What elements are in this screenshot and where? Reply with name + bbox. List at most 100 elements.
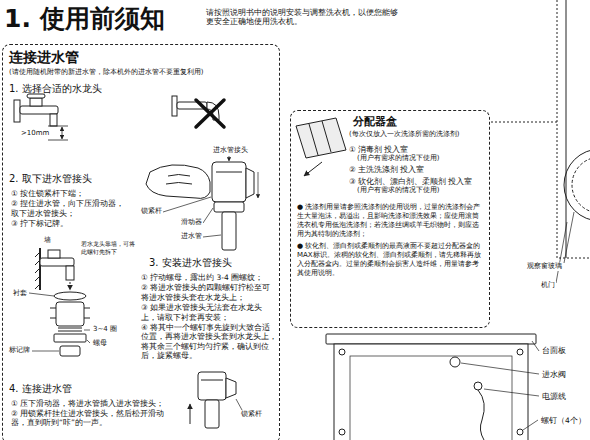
leader-line — [163, 156, 258, 237]
compartment-item: ③ 软化剂、漂白剂、柔顺剂 投入室 — [349, 177, 485, 186]
leader-line — [84, 330, 90, 331]
leader-line — [461, 363, 539, 374]
hand-connector-figure — [216, 172, 242, 173]
step-text: ① 按住锁紧杆下端； — [11, 189, 129, 198]
figure-note: 若水龙头靠墙，可将此螺钉先拆下 — [80, 240, 140, 255]
section-heading: 分配器盒 — [353, 115, 397, 129]
wall-faucet-figure — [54, 334, 86, 342]
hand-connector-figure — [222, 212, 236, 250]
cross-mark — [196, 100, 224, 127]
dispenser-drawer — [309, 124, 318, 155]
hand-connector-figure — [214, 202, 244, 212]
part-label: 台面板 — [541, 346, 567, 355]
machine-front — [564, 149, 590, 221]
cross-mark — [196, 100, 224, 127]
dimension-line — [48, 126, 68, 140]
part-label: 机门 — [540, 281, 556, 290]
machine-back — [474, 382, 482, 390]
faucet-icon — [14, 94, 58, 126]
wall-faucet-figure — [54, 292, 86, 300]
part-label: 螺母 — [92, 339, 108, 348]
part-label: 进水阀 — [541, 370, 567, 379]
step-text: ② 用锁紧杆挂住进水管接头，然后松开滑动器，直到听到“咔”的一声。 — [11, 409, 179, 428]
step-text: ③ 拧下标记牌。 — [11, 219, 129, 228]
dimension-line — [48, 126, 68, 127]
part-label: 电源线 — [541, 392, 567, 401]
leader-line — [163, 197, 211, 212]
machine-back — [326, 334, 536, 440]
leader-line — [32, 351, 59, 352]
wall-faucet-figure — [35, 252, 40, 289]
dispenser-drawer — [322, 121, 331, 152]
part-label: 衬套 — [12, 289, 28, 298]
wall-faucet-figure — [66, 266, 74, 280]
machine-front — [557, 0, 590, 258]
leader-line — [29, 293, 54, 296]
note-text: (用户有需求的情况下使用) — [357, 154, 485, 163]
hand-connector-figure — [246, 168, 254, 198]
dispenser-drawer — [304, 162, 322, 176]
part-label: 滑动器 — [180, 218, 203, 227]
part-label: 螺钉（4个） — [540, 416, 587, 425]
dispenser-drawer — [296, 118, 346, 176]
step-text: ③ 如果进水管接头无法套在水龙头上，请取下衬套再安装； — [141, 303, 277, 322]
hand-connector-figure — [146, 162, 254, 250]
note-text: (请使用随机附带的新进水管，除本机外的进水管不要重复利用) — [9, 68, 275, 77]
leader-line — [29, 293, 90, 351]
leader-line — [203, 235, 221, 237]
intro-note: 请按照说明书中的说明安装与调整洗衣机，以便您能够更安全正确地使用洗衣机。 — [205, 8, 402, 27]
part-label: 观察窗玻璃 — [526, 262, 563, 271]
wall-faucet-figure — [60, 346, 80, 356]
page-title: 1. 使用前须知 — [4, 3, 165, 34]
step-heading: 4. 连接进水管 — [9, 383, 72, 396]
step-heading: 3. 安装进水管接头 — [149, 257, 232, 270]
leader-line — [229, 156, 230, 161]
faucet-icon — [50, 114, 57, 126]
connector-figure — [198, 372, 226, 400]
step-text: ② 捏住进水管，向下压滑动器，取下进水管接头； — [11, 199, 129, 218]
machine-front — [572, 157, 590, 213]
wall-faucet-figure — [35, 248, 90, 356]
cross-mark — [196, 100, 224, 127]
wall-faucet-figure — [50, 308, 90, 318]
connector-figure — [236, 399, 242, 410]
connector-figure — [190, 404, 191, 424]
machine-front — [556, 0, 590, 283]
hand-connector-figure — [212, 162, 246, 202]
hand-connector-figure — [166, 175, 192, 185]
part-label: 3~4 圈 — [92, 325, 118, 334]
wall-faucet-figure — [70, 282, 71, 290]
compartment-item: ① 消毒剂 投入室 — [349, 145, 485, 154]
wall-faucet-figure — [58, 328, 82, 331]
dispenser-drawer — [296, 118, 346, 158]
machine-back — [450, 357, 460, 367]
step-heading: 1. 选择合适的水龙头 — [9, 83, 102, 96]
note-text: (用户有需求的情况下使用) — [357, 186, 485, 195]
wall-faucet-figure — [40, 258, 74, 266]
dispenser-panel: 分配器盒(每次仅放入一次洗涤所需的洗涤剂)① 消毒剂 投入室(用户有需求的情况下… — [290, 110, 490, 328]
section-heading: 连接进水管 — [9, 49, 79, 67]
leader-line — [532, 341, 539, 351]
machine-back — [350, 356, 512, 440]
leader-line — [461, 341, 539, 430]
leader-line — [484, 389, 539, 396]
leader-line — [87, 340, 90, 343]
connector-figure — [201, 380, 223, 381]
part-label: 锁紧杆 — [240, 410, 263, 419]
faucet-icon — [30, 98, 42, 106]
connector-figure — [205, 400, 219, 428]
machine-back — [517, 429, 523, 435]
part-label: 进水管接头 — [212, 146, 249, 155]
machine-front — [556, 222, 567, 283]
machine-back — [478, 390, 484, 440]
note-text: (每次仅放入一次洗涤所需的洗涤剂) — [349, 130, 485, 139]
faucet-icon — [14, 100, 20, 122]
faucet-icon — [20, 106, 58, 114]
leader-line — [258, 172, 259, 198]
part-label: 墙 — [43, 236, 52, 245]
leader-line — [523, 420, 538, 430]
dimension-label: >10mm — [20, 129, 50, 138]
wall-faucet-figure — [48, 250, 60, 258]
machine-back — [339, 429, 345, 435]
